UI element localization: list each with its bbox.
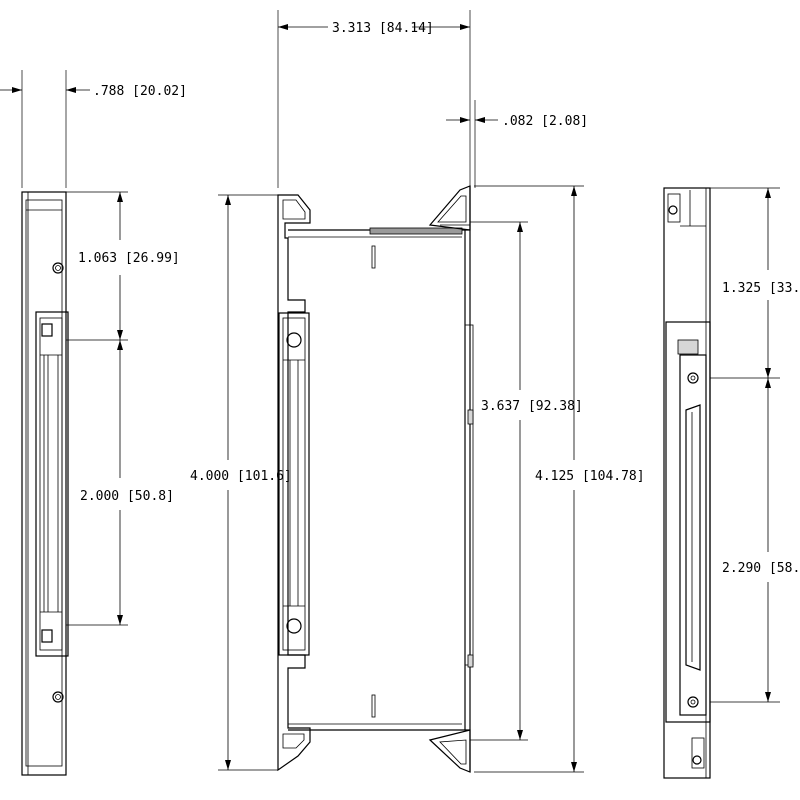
dim-front-height: 4.000 [101.6] xyxy=(190,469,292,484)
dim-left-connector-span: 2.000 [50.8] xyxy=(80,489,174,504)
front-view: 3.313 [84.14] .082 [2.08] xyxy=(190,10,645,773)
connector-icon xyxy=(35,311,69,657)
dim-overall-height: 4.125 [104.78] xyxy=(535,469,645,484)
dim-left-top-to-connector: 1.063 [26.99] xyxy=(78,251,180,266)
left-side-view: .788 [20.02] 1.063 [26.99] 2.000 [50.8] xyxy=(0,70,187,776)
bottom-right-bracket xyxy=(428,729,471,773)
dim-flange-offset: .082 [2.08] xyxy=(502,114,588,129)
dim-left-thickness: .788 [20.02] xyxy=(93,84,187,99)
dim-right-connector-span: 2.290 [58.17] xyxy=(722,561,800,576)
mounting-hole-icon xyxy=(52,262,64,274)
mounting-hole-icon xyxy=(52,691,64,703)
dim-right-top-to-connector: 1.325 [33.66] xyxy=(722,281,800,296)
right-view-body xyxy=(663,187,711,779)
dim-inner-height: 3.637 [92.38] xyxy=(481,399,583,414)
connector-icon xyxy=(278,312,310,656)
left-rail xyxy=(277,194,311,772)
dsub-connector-icon xyxy=(679,354,707,716)
right-side-view: 1.325 [33.66] 2.290 [58.17] xyxy=(663,187,800,779)
dim-top-depth: 3.313 [84.14] xyxy=(332,21,434,36)
left-view-body xyxy=(21,191,67,776)
